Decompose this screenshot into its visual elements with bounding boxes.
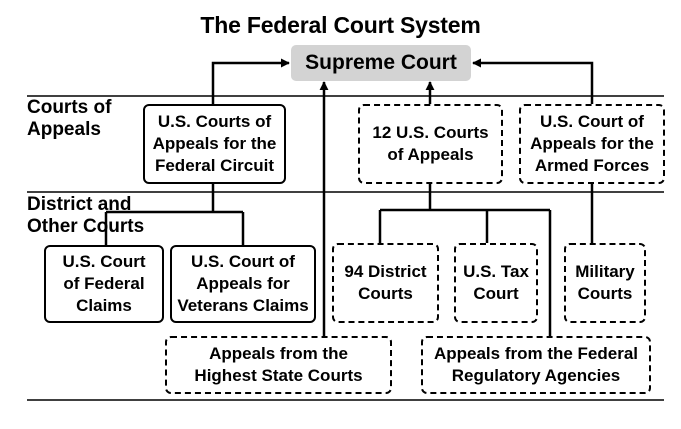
armed-forces-box: U.S. Court of Appeals for the Armed Forc… <box>519 104 665 184</box>
federal-claims-box: U.S. Court of Federal Claims <box>44 245 164 323</box>
diagram-title: The Federal Court System <box>200 12 481 38</box>
row-label-district-courts: District and Other Courts <box>27 194 145 237</box>
tax-court-box: U.S. Tax Court <box>454 243 538 323</box>
regulatory-agencies-box: Appeals from the Federal Regulatory Agen… <box>421 336 651 394</box>
district-courts-box: 94 District Courts <box>332 243 439 323</box>
military-courts-box: Military Courts <box>564 243 646 323</box>
arrow-federal-circuit-to-supreme <box>211 58 290 104</box>
row-label-courts-of-appeals: Courts of Appeals <box>27 97 112 140</box>
arrow-armed-forces-to-supreme <box>472 58 594 104</box>
courts-of-appeals-box: 12 U.S. Courts of Appeals <box>358 104 503 184</box>
federal-circuit-box: U.S. Courts of Appeals for the Federal C… <box>143 104 286 184</box>
veterans-claims-box: U.S. Court of Appeals for Veterans Claim… <box>170 245 316 323</box>
state-courts-box: Appeals from the Highest State Courts <box>165 336 392 394</box>
supreme-court-box: Supreme Court <box>291 45 471 81</box>
